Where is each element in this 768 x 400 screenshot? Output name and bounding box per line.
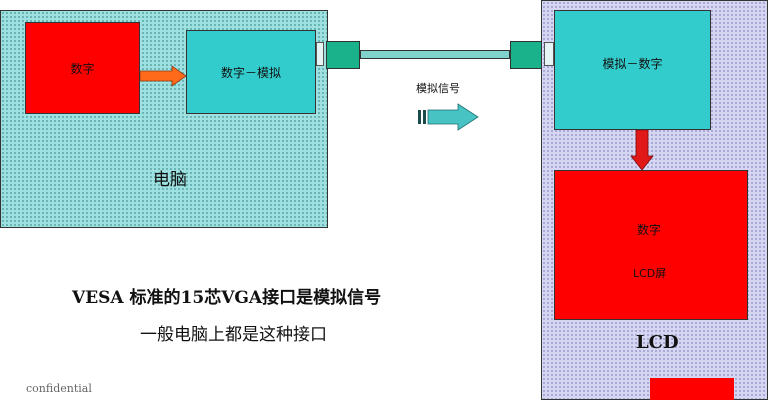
caption-line-2: 一般电脑上都是这种接口 — [140, 325, 327, 345]
adc-to-panel-arrow — [630, 130, 654, 171]
dac-block: 数字－模拟 — [186, 30, 316, 114]
monitor-bottom-red-strip — [650, 378, 734, 400]
monitor-vga-connector — [510, 41, 544, 69]
monitor-port-tab — [544, 42, 554, 66]
confidential-label: confidential — [26, 382, 92, 395]
lcd-screen-block: 数字 LCD屏 — [554, 170, 748, 320]
monitor-label: LCD — [636, 332, 679, 353]
adc-block: 模拟－数字 — [554, 10, 711, 130]
computer-label: 电脑 — [153, 170, 187, 190]
adc-block-label: 模拟－数字 — [602, 57, 663, 71]
computer-vga-connector — [326, 41, 360, 69]
caption-line-1: VESA 标准的15芯VGA接口是模拟信号 — [72, 288, 382, 308]
computer-port-tab — [316, 42, 324, 66]
lcd-screen-digital-label: 数字 — [637, 223, 662, 237]
analog-signal-label: 模拟信号 — [416, 82, 460, 95]
digital-to-dac-arrow — [140, 65, 187, 87]
analog-signal-arrow — [418, 103, 479, 131]
vga-cable — [360, 50, 510, 59]
lcd-screen-label: LCD屏 — [633, 267, 667, 280]
dac-block-label: 数字－模拟 — [220, 65, 281, 80]
digital-block-label: 数字 — [70, 61, 95, 76]
digital-block: 数字 — [25, 22, 140, 114]
